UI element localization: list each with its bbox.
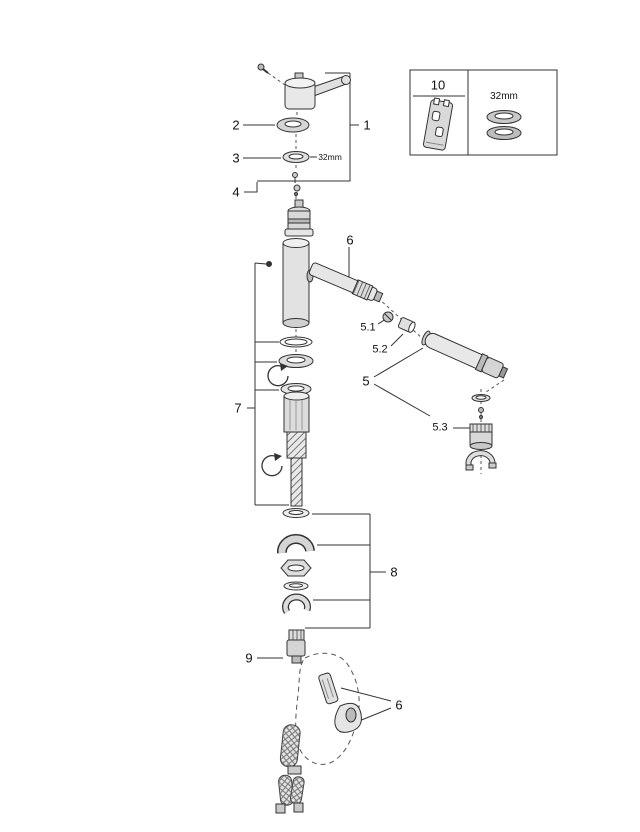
set-screw-icon	[257, 63, 265, 71]
holder-clip	[318, 672, 339, 705]
callout-3: 3	[232, 150, 240, 166]
ring-size-label: 32mm	[318, 151, 342, 162]
handle-lever-assembly	[257, 63, 351, 110]
mounting-hardware	[276, 508, 315, 614]
callout-9: 9	[245, 650, 253, 666]
pull-out-spray	[421, 330, 509, 379]
index-dot	[266, 261, 272, 267]
callout-4: 4	[232, 184, 240, 200]
gasket-rings	[486, 110, 522, 140]
aerator-set	[465, 394, 497, 471]
axis-lines	[267, 72, 505, 474]
threaded-coupling	[286, 431, 307, 459]
threaded-rod	[290, 457, 303, 507]
check-valve	[382, 311, 394, 323]
faucet-body	[266, 238, 314, 328]
callout-6-spout: 6	[346, 232, 354, 248]
trim-rings	[267, 336, 314, 395]
callout-5-1: 5.1	[360, 321, 376, 334]
fixing-screws	[292, 172, 301, 196]
mounting-shank	[261, 391, 310, 507]
legend-gasket-size: 32mm	[490, 91, 518, 102]
callout-5: 5	[362, 373, 370, 389]
rotate-arrow-icon	[261, 455, 283, 477]
callout-1: 1	[363, 117, 371, 133]
callout-2: 2	[232, 117, 240, 133]
legend-tool-number: 10	[430, 77, 446, 93]
legend-box	[409, 69, 558, 156]
callout-8: 8	[390, 564, 398, 580]
callout-5-3: 5.3	[432, 421, 448, 434]
spray-holder-group	[295, 652, 362, 765]
callout-lines	[243, 72, 476, 722]
spout-connector	[308, 262, 384, 303]
hose-connector	[286, 629, 306, 664]
adapter-sleeve	[397, 317, 416, 333]
mounting-tool	[422, 97, 454, 151]
knurled-band	[351, 279, 374, 301]
retaining-ring-32mm	[282, 151, 310, 163]
cartridge	[284, 199, 314, 237]
callout-7: 7	[234, 400, 242, 416]
dashed-outline	[295, 652, 360, 765]
cap-collar	[276, 117, 310, 133]
supply-hoses	[275, 724, 305, 814]
rotate-arrow-icon	[267, 365, 289, 387]
callout-6-holder: 6	[395, 697, 403, 713]
callout-5-2: 5.2	[372, 343, 388, 356]
